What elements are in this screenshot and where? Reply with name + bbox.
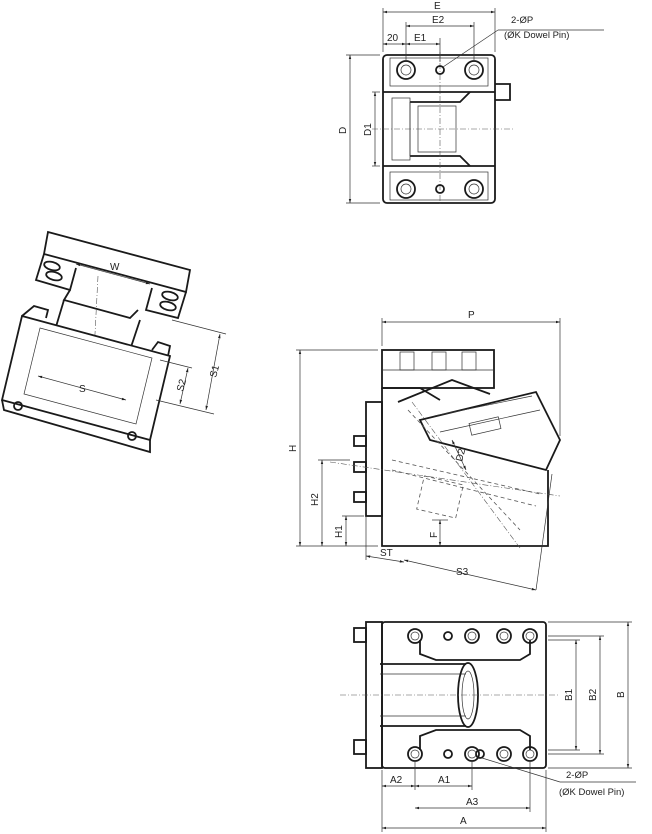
- dim-a: A: [460, 816, 467, 827]
- iso-view: W S S1 S2: [0, 230, 227, 454]
- bottom-callout-title: 2-ØP: [566, 770, 588, 781]
- dim-s2: S2: [175, 378, 189, 393]
- bottom-view: B B2 B1 A A2 A1 A3 2-ØP (ØK Dowel Pin): [340, 621, 636, 832]
- dim-d2: D2: [454, 447, 468, 463]
- bottom-callout-sub: (ØK Dowel Pin): [559, 787, 624, 798]
- top-callout-sub: (ØK Dowel Pin): [504, 30, 569, 41]
- dim-e: E: [434, 1, 441, 12]
- dim-s: S: [79, 384, 86, 395]
- dim-st: ST: [380, 548, 393, 559]
- top-callout-title: 2-ØP: [511, 15, 533, 26]
- dim-d1: D1: [363, 123, 374, 136]
- top-view: E E2 20 E1 2-ØP (ØK Dowel Pin) D D1: [338, 1, 604, 206]
- dim-b2: B2: [588, 688, 599, 701]
- dim-s3: S3: [456, 567, 469, 578]
- dim-a2: A2: [390, 775, 403, 786]
- dim-e2: E2: [432, 15, 445, 26]
- dim-d: D: [338, 127, 349, 134]
- dim-h2: H2: [310, 493, 321, 506]
- dim-e1: E1: [414, 33, 427, 44]
- dim-a1: A1: [438, 775, 451, 786]
- dim-s1: S1: [208, 364, 222, 379]
- dim-h: H: [288, 445, 299, 452]
- side-view: P H H2 H1 ST S3 F D2: [288, 310, 561, 591]
- dim-w: W: [110, 262, 120, 273]
- dim-b: B: [616, 691, 627, 698]
- dim-f: F: [429, 532, 440, 538]
- dim-p: P: [468, 310, 475, 321]
- dim-b1: B1: [564, 688, 575, 701]
- dim-h1: H1: [334, 525, 345, 538]
- dim-a3: A3: [466, 797, 479, 808]
- dim-20: 20: [387, 33, 399, 44]
